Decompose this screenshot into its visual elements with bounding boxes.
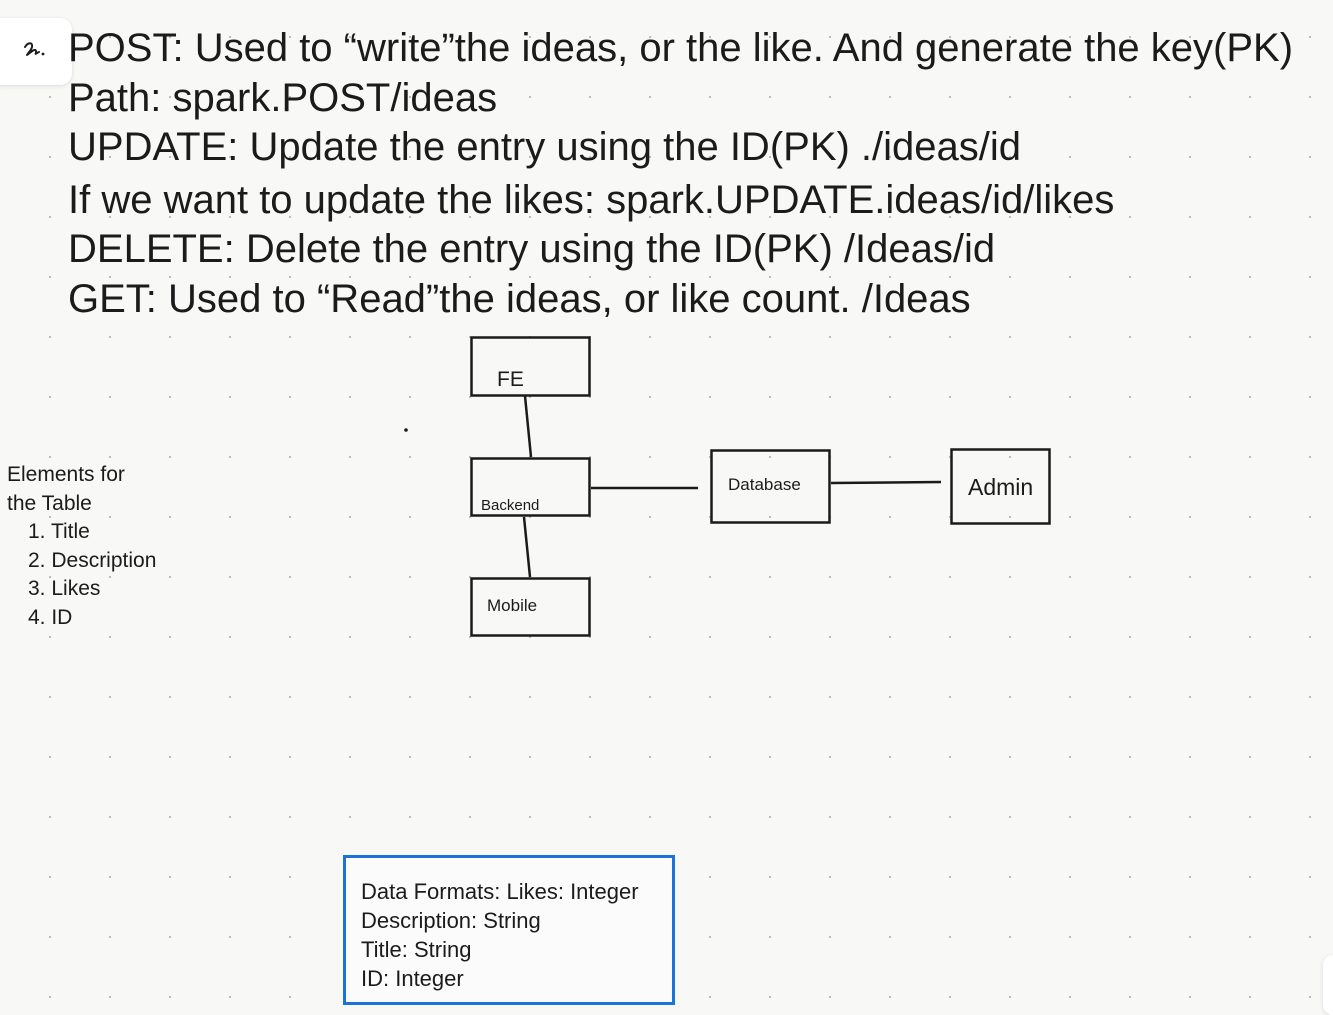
node-mobile-label: Mobile [487,596,537,615]
data-formats-textbox[interactable]: Data Formats: Likes: Integer Description… [343,855,675,1005]
node-fe-label: FE [497,368,524,391]
data-formats-line: Description: String [361,908,541,933]
node-admin[interactable]: Admin [950,448,1051,525]
corner-panel-handle[interactable] [1323,955,1333,1015]
api-notes[interactable]: POST: Used to “write”the ideas, or the l… [68,24,1293,324]
list-item: 4. ID [28,605,73,629]
table-elements-note[interactable]: Elements for the Table 1. Title 2. Descr… [7,461,156,632]
node-database[interactable]: Database [710,449,831,524]
data-formats-line: Data Formats: Likes: Integer [361,879,639,904]
node-fe[interactable]: FE [470,336,591,397]
notes-line-get: GET: Used to “Read”the ideas, or like co… [68,276,971,321]
data-formats-line: ID: Integer [361,966,464,991]
notes-line-update: UPDATE: Update the entry using the ID(PK… [68,125,1022,169]
node-backend[interactable]: Backend [470,457,591,517]
table-elements-heading-1: Elements for [7,463,125,486]
connector-fe-backend[interactable] [523,395,533,458]
notes-line-post: POST: Used to “write”the ideas, or the l… [68,26,1294,70]
notes-line-update-likes: If we want to update the likes: spark.UP… [68,177,1115,222]
table-elements-heading-2: the Table [7,491,92,515]
connector-backend-mobile[interactable] [522,516,532,578]
node-mobile[interactable]: Mobile [470,577,591,637]
pen-tool-button[interactable] [0,18,72,85]
stray-dot [404,428,408,432]
list-item: 2. Description [28,548,157,572]
node-admin-label: Admin [968,474,1033,500]
notes-line-delete: DELETE: Delete the entry using the ID(PK… [68,227,996,271]
table-elements-list: 1. Title 2. Description 3. Likes 4. ID [7,518,156,632]
notes-line-path: Path: spark.POST/ideas [68,75,498,120]
pen-scribble-icon [22,38,48,65]
node-backend-label: Backend [481,497,539,514]
node-database-label: Database [728,475,801,494]
architecture-diagram: FE Backend Mobile Database Admin [404,336,1051,637]
connector-database-admin[interactable] [830,480,942,485]
data-formats-line: Title: String [361,937,472,962]
list-item: 1. Title [28,520,90,543]
list-item: 3. Likes [28,577,101,600]
data-formats-text[interactable]: Data Formats: Likes: Integer Description… [361,877,639,993]
